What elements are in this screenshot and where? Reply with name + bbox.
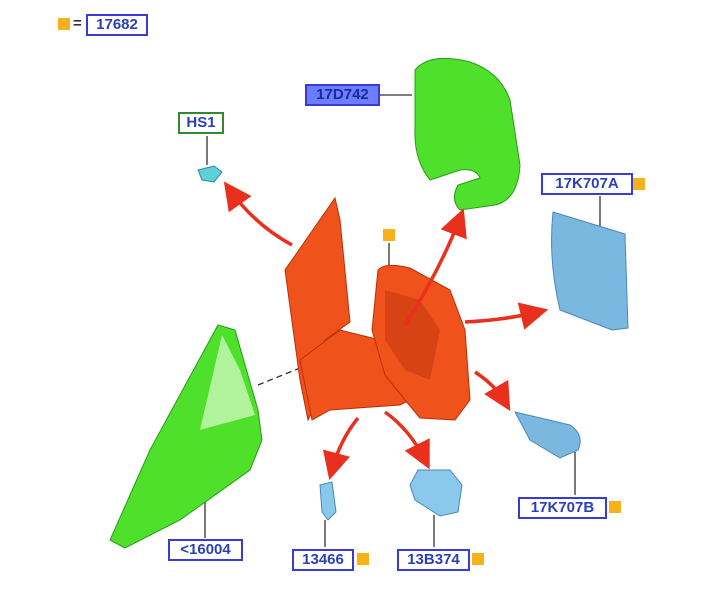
screw-part[interactable]	[197, 165, 223, 183]
housing-trim-part[interactable]	[109, 324, 263, 549]
marker-square	[472, 553, 484, 565]
part-label-lamp[interactable]: 13B374	[397, 549, 470, 571]
lamp-part[interactable]	[409, 469, 463, 517]
part-label-screw[interactable]: HS1	[178, 112, 224, 134]
marker-square	[383, 229, 395, 241]
mirror-assembly[interactable]	[284, 196, 471, 422]
marker-square-legend	[58, 18, 70, 30]
mirror-glass-spot-part[interactable]	[514, 411, 581, 459]
part-label-glass-main[interactable]: 17K707A	[541, 173, 633, 195]
part-label-wire[interactable]: <16004	[168, 539, 243, 561]
legend-part-label[interactable]: 17682	[86, 14, 148, 36]
part-label-bulb[interactable]: 13466	[292, 549, 354, 571]
marker-square	[357, 553, 369, 565]
marker-square	[633, 178, 645, 190]
legend-equals: =	[73, 15, 82, 32]
part-label-glass-spot[interactable]: 17K707B	[518, 497, 607, 519]
mirror-glass-main-part[interactable]	[551, 211, 629, 331]
marker-square	[609, 501, 621, 513]
leader-lines	[204, 94, 601, 547]
part-label-cover[interactable]: 17D742	[305, 84, 380, 106]
mirror-cover-part[interactable]	[414, 57, 521, 211]
bulb-part[interactable]	[319, 481, 337, 521]
explode-arrows	[223, 181, 549, 481]
